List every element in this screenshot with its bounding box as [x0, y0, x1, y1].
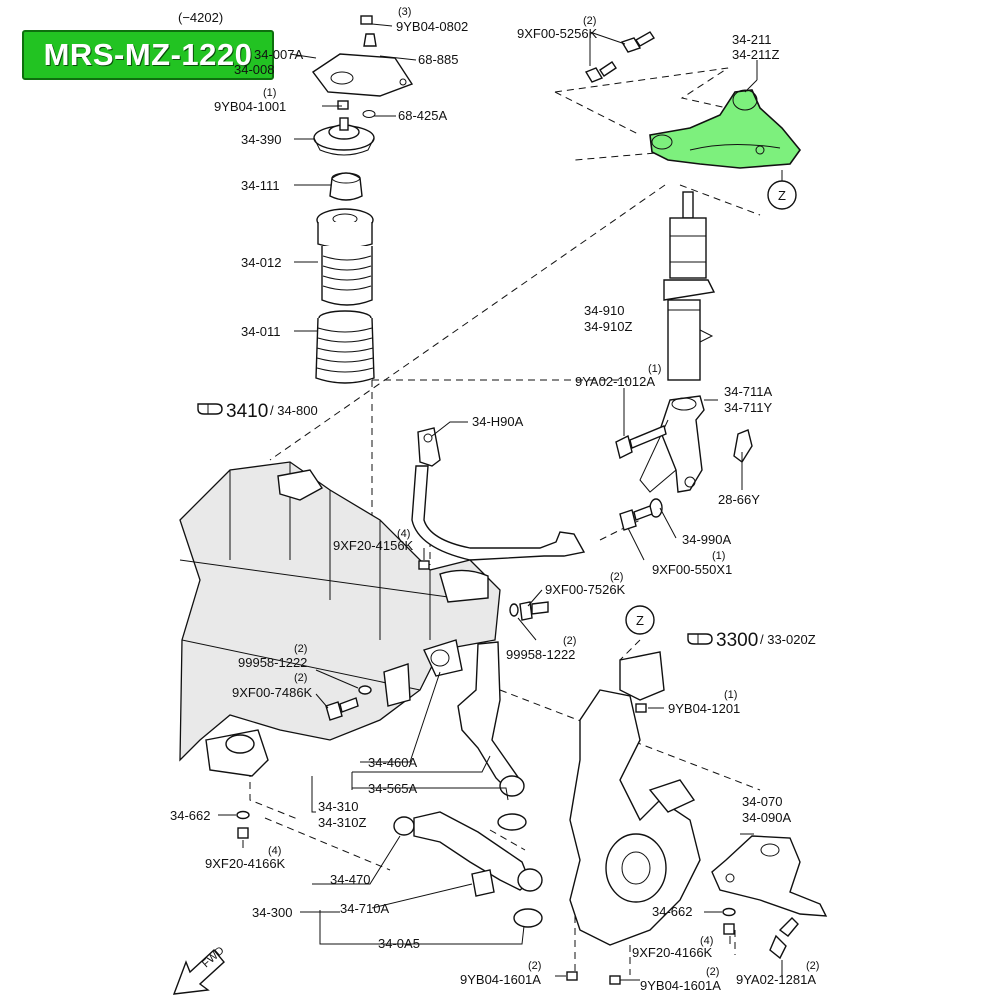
- part-number-label: 34-310: [318, 799, 358, 814]
- section-ref-sub-label: / 33-020Z: [760, 632, 816, 647]
- upper-control-arm: [649, 89, 802, 169]
- part-number-label: 34-011: [241, 324, 281, 339]
- part-number-label: 34-070: [742, 794, 782, 809]
- qty-label: (1): [712, 550, 725, 562]
- qty-label: (2): [528, 960, 541, 972]
- stabilizer-bar: [411, 427, 586, 561]
- reference-circle-z-upper: Z: [767, 180, 797, 210]
- svg-text:Z: Z: [778, 188, 786, 203]
- part-labels: (−4202) (3) 9YB04-0802 34-007A 34-008 68…: [170, 6, 819, 993]
- part-number-label: 9XF20-4156K: [333, 538, 414, 553]
- part-number-label: 34-470: [330, 872, 370, 887]
- strut-mount-insulator: [313, 117, 375, 156]
- part-number-label: 9YA02-1012A: [575, 374, 655, 389]
- part-number-label: 34-711Y: [724, 400, 773, 415]
- part-number-label: 34-211: [732, 32, 772, 47]
- part-number-label: 9XF00-550X1: [652, 562, 732, 577]
- pointing-hand-icon: [687, 633, 713, 645]
- part-number-label: 28-66Y: [718, 492, 760, 507]
- part-number-label: 34-211Z: [732, 47, 780, 62]
- bolt-9xf00-550x1: [619, 505, 653, 531]
- qty-label: (4): [397, 528, 410, 540]
- rear-lower-arm: [423, 639, 527, 831]
- part-number-label: 9XF00-7526K: [545, 582, 626, 597]
- bracket-28-66y: [733, 429, 753, 464]
- qty-label: (2): [563, 635, 576, 647]
- front-lower-arm: [393, 811, 543, 928]
- qty-label: (2): [294, 643, 307, 655]
- part-number-label: 9YB04-1001: [214, 99, 286, 114]
- part-number-label: 9XF00-7486K: [232, 685, 313, 700]
- part-number-label: 68-425A: [398, 108, 447, 123]
- part-number-label: 9YB04-1601A: [640, 978, 721, 993]
- qty-label: (2): [706, 966, 719, 978]
- forward-arrow-icon: FWD: [172, 945, 227, 995]
- dust-boot-upper: [316, 208, 374, 306]
- part-number-label: 34-662: [170, 808, 210, 823]
- steering-knuckle: [569, 651, 701, 946]
- leader-lines: [218, 23, 783, 981]
- qty-label: (2): [610, 571, 623, 583]
- header-code: (−4202): [178, 10, 223, 25]
- part-number-label: 34-310Z: [318, 815, 366, 830]
- part-number-label: 34-390: [241, 132, 281, 147]
- part-number-label: 34-710A: [340, 901, 389, 916]
- part-number-label: 9XF20-4166K: [632, 945, 713, 960]
- ball-joint-bracket: [711, 835, 828, 917]
- part-number-label: 34-111: [241, 178, 280, 193]
- part-number-label: 34-662: [652, 904, 692, 919]
- part-number-label: 34-990A: [682, 532, 731, 547]
- part-number-label: 68-885: [418, 52, 458, 67]
- small-hardware: [236, 31, 799, 985]
- part-number-label: 34-565A: [368, 781, 417, 796]
- shock-absorber: [663, 191, 716, 381]
- part-number-label: 34-460A: [368, 755, 417, 770]
- qty-label: (1): [724, 689, 737, 701]
- part-code-banner: MRS-MZ-1220: [22, 30, 274, 80]
- part-number-label: 9YB04-0802: [396, 19, 468, 34]
- strut-mount-bracket: [311, 15, 414, 118]
- section-ref-sub-label: / 34-800: [270, 403, 318, 418]
- strut-fork: [639, 395, 705, 493]
- reference-circle-z-lower: Z: [625, 605, 655, 635]
- part-number-label: 34-910Z: [584, 319, 632, 334]
- coil-spring-boot: [315, 310, 375, 384]
- part-number-label: 99958-1222: [238, 655, 307, 670]
- part-number-label: 9XF20-4166K: [205, 856, 286, 871]
- part-number-label: 34-090A: [742, 810, 791, 825]
- bump-stopper: [329, 172, 363, 201]
- part-number-label: 34-H90A: [472, 414, 524, 429]
- part-number-label: 9YA02-1281A: [736, 972, 816, 987]
- qty-label: (1): [263, 87, 276, 99]
- part-number-label: 9YB04-1601A: [460, 972, 541, 987]
- part-number-label: 34-711A: [724, 384, 773, 399]
- part-number-label: 9XF00-5256K: [517, 26, 598, 41]
- part-number-label: 34-008: [234, 62, 274, 77]
- section-ref-label: 3300: [716, 630, 758, 651]
- bolt-9ya02-1012a: [615, 425, 667, 460]
- qty-label: (2): [583, 15, 596, 27]
- qty-label: (1): [648, 363, 661, 375]
- qty-label: (4): [268, 845, 281, 857]
- part-number-label: 9YB04-1201: [668, 701, 740, 716]
- part-number-label: 99958-1222: [506, 647, 575, 662]
- qty-label: (4): [700, 935, 713, 947]
- qty-label: (2): [294, 672, 307, 684]
- front-subframe: [179, 461, 501, 777]
- pointing-hand-icon: [197, 403, 223, 415]
- part-number-label: 34-910: [584, 303, 624, 318]
- part-number-label: 34-007A: [254, 47, 303, 62]
- section-ref-label: 3410: [226, 401, 268, 422]
- part-number-label: 34-300: [252, 905, 292, 920]
- qty-label: (3): [398, 6, 411, 18]
- part-number-label: 34-0A5: [378, 936, 420, 951]
- qty-label: (2): [806, 960, 819, 972]
- part-number-label: 34-012: [241, 255, 281, 270]
- svg-text:Z: Z: [636, 613, 644, 628]
